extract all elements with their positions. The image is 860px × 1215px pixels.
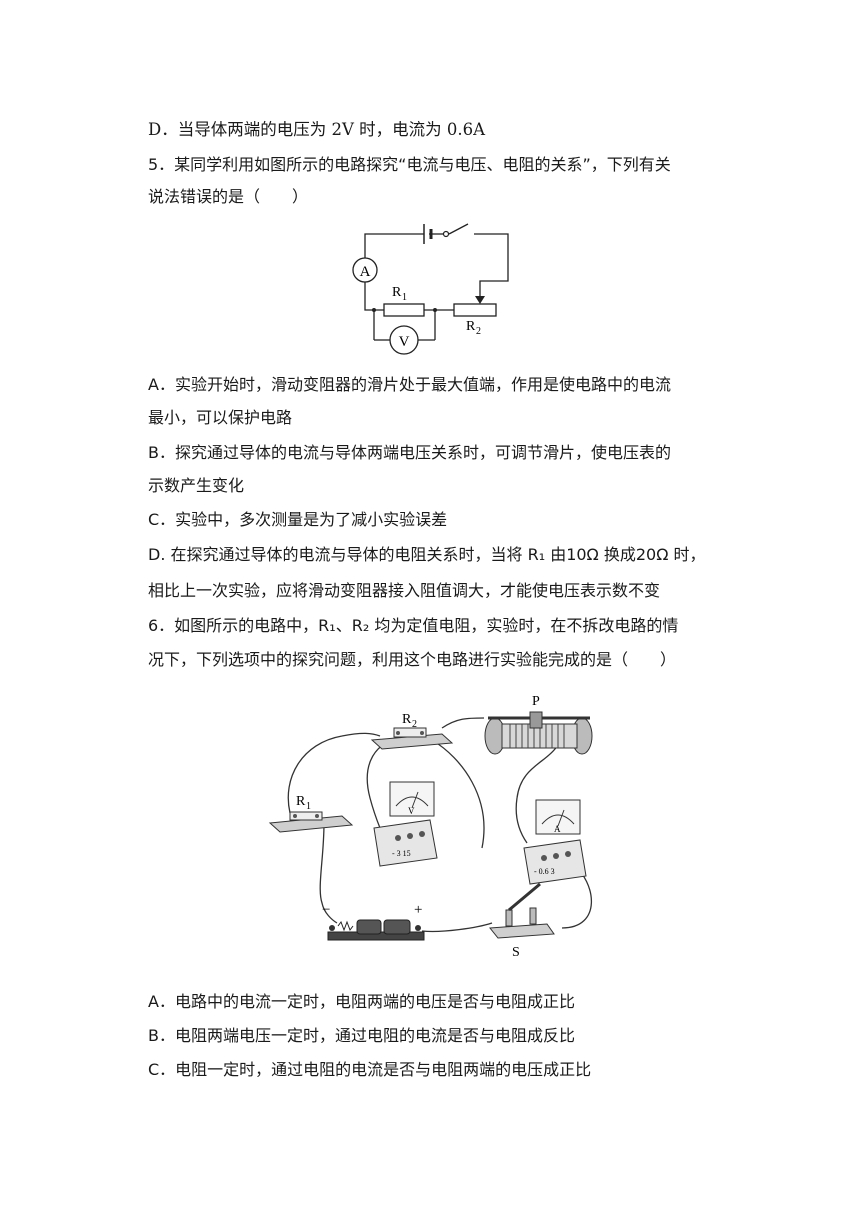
q6-circuit-illustration: R 1 R 2 P V - 3 15 <box>268 694 593 958</box>
q6-stem-line1: 6．如图所示的电路中，R₁、R₂ 均为定值电阻，实验时，在不拆改电路的情 <box>148 616 679 635</box>
q6-minus-label: − <box>322 902 330 918</box>
rheostat <box>484 711 593 755</box>
voltmeter <box>373 781 438 867</box>
option-d-prev: D．当导体两端的电压为 2V 时，电流为 0.6A <box>148 120 486 139</box>
slider-arrow-icon <box>475 296 485 304</box>
q5-r1-label: R <box>392 285 402 300</box>
q6-ammeter-terminals: - 0.6 3 <box>534 867 555 876</box>
q5-option-b-line1: B．探究通过导体的电流与导体两端电压关系时，可调节滑片，使电压表的 <box>148 443 671 462</box>
q5-voltmeter-label: V <box>399 334 410 350</box>
q6-ammeter-label: A <box>554 824 561 834</box>
q5-r2-sub: 2 <box>476 326 481 337</box>
q5-r1-sub: 1 <box>402 292 407 303</box>
q5-option-b-line2: 示数产生变化 <box>148 476 245 495</box>
r2-board <box>370 727 454 750</box>
q5-option-a-line2: 最小，可以保护电路 <box>148 408 293 427</box>
q6-plus-label: + <box>414 902 422 918</box>
switch <box>489 882 555 939</box>
q5-stem-line2: 说法错误的是（ ） <box>148 187 309 206</box>
q5-option-c: C．实验中，多次测量是为了减小实验误差 <box>148 510 448 529</box>
q5-ammeter-label: A <box>360 264 371 280</box>
battery <box>327 919 425 941</box>
q6-option-b: B．电阻两端电压一定时，通过电阻的电流是否与电阻成反比 <box>148 1026 575 1045</box>
q6-slider-label: P <box>532 694 540 709</box>
q6-switch-label: S <box>512 945 520 958</box>
r1-board <box>268 811 354 833</box>
q5-stem-line1: 5．某同学利用如图所示的电路探究“电流与电压、电阻的关系”，下列有关 <box>148 155 671 174</box>
q6-option-c: C．电阻一定时，通过电阻的电流是否与电阻两端的电压成正比 <box>148 1060 592 1079</box>
q6-r1-sub: 1 <box>306 801 311 812</box>
q6-voltmeter-terminals: - 3 15 <box>392 849 411 858</box>
q6-option-a: A．电路中的电流一定时，电阻两端的电压是否与电阻成正比 <box>148 992 575 1011</box>
q5-option-a-line1: A．实验开始时，滑动变阻器的滑片处于最大值端，作用是使电路中的电流 <box>148 375 671 394</box>
q6-r2-sub: 2 <box>412 719 417 730</box>
q6-r1-label: R <box>296 794 306 809</box>
q6-r2-label: R <box>402 712 412 727</box>
q6-stem-line2: 况下，下列选项中的探究问题，利用这个电路进行实验能完成的是（ ） <box>148 650 677 669</box>
q5-circuit-diagram: A V R 1 R 2 <box>352 223 509 355</box>
q5-option-d-line1: D. 在探究通过导体的电流与导体的电阻关系时，当将 R₁ 由10Ω 换成20Ω … <box>148 545 706 564</box>
q6-voltmeter-label: V <box>408 806 415 816</box>
q5-r2-label: R <box>466 319 476 334</box>
ammeter <box>523 799 587 885</box>
q5-option-d-line2: 相比上一次实验，应将滑动变阻器接入阻值调大，才能使电压表示数不变 <box>148 581 661 600</box>
